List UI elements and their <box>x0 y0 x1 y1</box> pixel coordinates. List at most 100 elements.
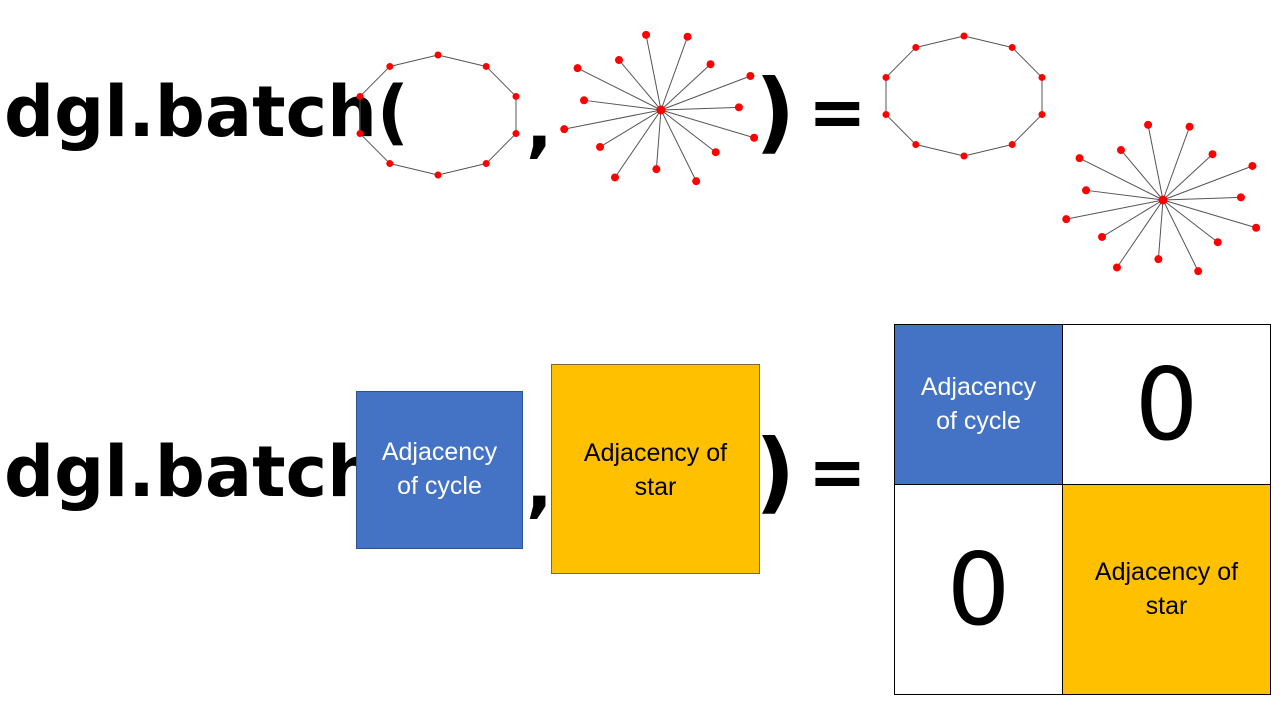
graph-node <box>434 51 442 59</box>
adjacency-star-block: Adjacency of star <box>551 364 760 574</box>
batch-function-text-row2: dgl.batch( <box>4 431 409 513</box>
graph-node <box>1236 193 1245 202</box>
graph-node <box>1075 154 1084 163</box>
cycle-graph-output <box>882 32 1046 160</box>
cycle-edge <box>359 66 391 97</box>
graph-node <box>1248 161 1257 170</box>
graph-node <box>692 177 701 186</box>
graph-node <box>1208 150 1217 159</box>
graph-node <box>734 103 743 112</box>
graph-node <box>1144 120 1153 129</box>
graph-node <box>746 71 755 80</box>
cycle-edge <box>885 47 917 78</box>
cycle-edge <box>1011 47 1043 78</box>
star-edge <box>1066 199 1164 220</box>
star-edge <box>660 109 755 139</box>
cycle-edge <box>963 144 1013 157</box>
comma-row2: , <box>526 444 553 526</box>
graph-node <box>1008 43 1016 51</box>
cycle-edge <box>485 66 517 97</box>
star-edge <box>599 109 662 148</box>
star-edge <box>1085 189 1164 201</box>
graph-node <box>960 152 968 160</box>
graph-node <box>1185 122 1194 131</box>
graph-node <box>1098 232 1107 241</box>
star-edge <box>614 109 662 178</box>
star-edge <box>564 109 662 130</box>
cycle-edge <box>915 35 965 48</box>
matrix-bottom-right-label: Adjacency of star <box>1094 557 1239 620</box>
cycle-edge <box>915 144 965 157</box>
star-edge <box>660 36 689 111</box>
graph-node <box>482 160 490 168</box>
star-edge <box>1162 126 1191 201</box>
adjacency-star-label: Adjacency of star <box>583 439 728 501</box>
star-edge <box>618 59 662 111</box>
adjacency-cycle-block: Adjacency of cycle <box>356 391 523 549</box>
cycle-graph-input <box>356 51 520 179</box>
graph-node <box>610 173 619 182</box>
graph-node <box>1213 238 1222 247</box>
cycle-edge <box>963 35 1013 48</box>
graph-node <box>1154 255 1163 264</box>
star-edge <box>1147 124 1164 201</box>
star-edge <box>645 34 662 111</box>
star-edge <box>660 106 739 111</box>
adjacency-cycle-label: Adjacency of cycle <box>381 438 498 500</box>
graph-node <box>356 92 364 100</box>
star-edge <box>1162 199 1257 229</box>
graph-node <box>642 30 651 39</box>
graph-node <box>1116 146 1125 155</box>
graph-node <box>706 60 715 69</box>
star-edge <box>1079 157 1164 201</box>
cycle-edge <box>437 163 487 176</box>
star-edge <box>655 109 662 170</box>
matrix-top-left-label: Adjacency of cycle <box>920 372 1037 435</box>
cycle-edge <box>389 54 439 67</box>
graph-node <box>573 64 582 73</box>
star-edge <box>1157 199 1164 260</box>
close-paren-row1: ) <box>755 60 796 163</box>
graph-node <box>750 133 759 142</box>
star-edge <box>1162 165 1253 201</box>
graph-node <box>386 62 394 70</box>
graph-node <box>434 171 442 179</box>
star-graph-input <box>560 30 759 186</box>
graph-node <box>560 125 569 134</box>
graph-node <box>386 160 394 168</box>
matrix-bottom-left-zero: 0 <box>895 484 1062 694</box>
star-edge <box>660 63 711 111</box>
graph-node <box>711 148 720 157</box>
star-edge <box>1162 199 1219 243</box>
graph-node <box>683 32 692 41</box>
graph-node <box>580 96 589 105</box>
graph-node <box>912 141 920 149</box>
graph-node <box>512 92 520 100</box>
cycle-edge <box>389 163 439 176</box>
cycle-edge <box>885 114 917 145</box>
equals-row1: = <box>808 71 867 153</box>
star-edge <box>660 109 697 182</box>
matrix-bottom-right-star: Adjacency of star <box>1062 484 1270 694</box>
star-edge <box>1101 199 1164 238</box>
graph-node <box>1038 111 1046 119</box>
star-edge <box>577 67 662 111</box>
graph-node <box>1112 263 1121 272</box>
batched-adjacency-matrix: Adjacency of cycle 0 0 Adjacency of star <box>894 324 1271 695</box>
star-center-node <box>656 105 666 115</box>
matrix-zero-bottom: 0 <box>946 531 1011 648</box>
batch-function-text-row1: dgl.batch( <box>4 71 409 153</box>
matrix-zero-top: 0 <box>1134 346 1199 463</box>
cycle-edge <box>359 133 391 164</box>
matrix-top-right-zero: 0 <box>1062 325 1270 484</box>
equals-row2: = <box>808 431 867 513</box>
star-center-node <box>1158 195 1168 205</box>
graph-node <box>614 56 623 65</box>
graph-node <box>912 43 920 51</box>
graph-node <box>1062 215 1071 224</box>
star-edge <box>1162 153 1213 201</box>
graph-node <box>482 62 490 70</box>
graph-node <box>1252 223 1261 232</box>
cycle-edge <box>1011 114 1043 145</box>
